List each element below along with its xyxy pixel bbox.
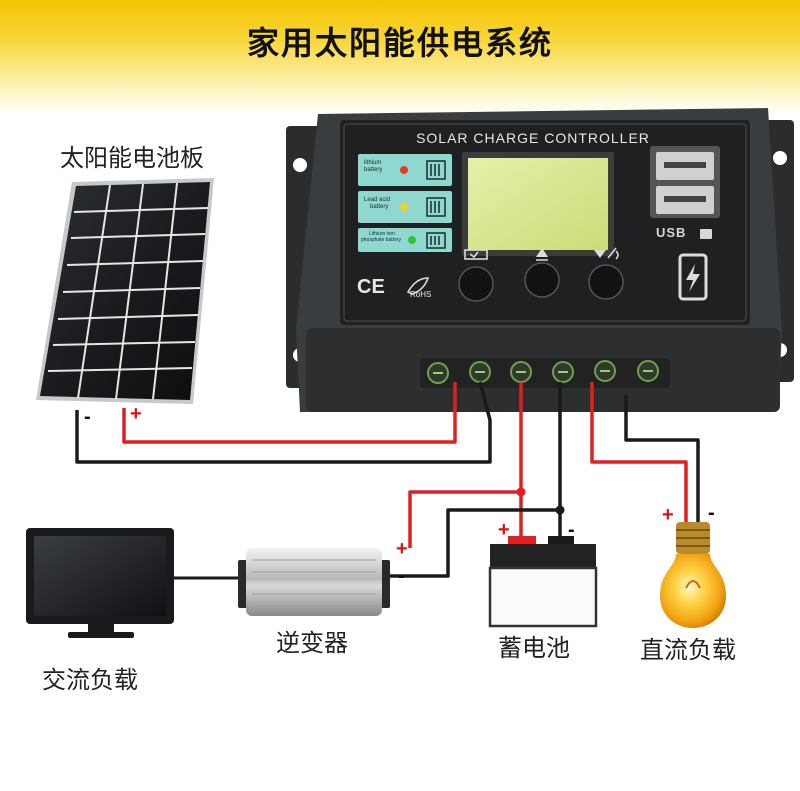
usb-plug-icon	[700, 229, 712, 239]
wire-solar-positive	[122, 382, 457, 444]
wiring	[75, 381, 700, 580]
wire-inverter-positive	[408, 490, 521, 548]
inverter	[238, 548, 390, 616]
wire-solar-negative	[75, 381, 492, 464]
ac-load-label: 交流负载	[42, 666, 138, 694]
down-button[interactable]	[588, 264, 624, 300]
solar-positive-sign: +	[130, 403, 142, 425]
solar-panel-grid	[47, 182, 209, 400]
wire-load-positive	[590, 382, 688, 528]
charge-controller	[286, 108, 794, 412]
solar-panel-label: 太阳能电池板	[60, 144, 204, 172]
load-positive-sign: +	[662, 504, 674, 526]
ac-load-monitor	[26, 528, 174, 638]
mode-led-green	[408, 236, 416, 244]
wire-load-negative	[624, 395, 700, 528]
up-arrow-icon	[536, 248, 548, 257]
battery-negative-terminal	[548, 536, 574, 546]
wire-junction	[555, 505, 565, 515]
page-title: 家用太阳能供电系统	[246, 24, 553, 62]
light-bulb	[660, 522, 726, 628]
ce-mark: CE	[357, 276, 385, 298]
header-banner	[0, 0, 800, 115]
solar-panel	[36, 178, 214, 404]
mode-panel-lithium-iron	[358, 228, 452, 252]
mounting-hole	[293, 158, 307, 172]
solar-negative-sign: -	[84, 406, 91, 428]
up-button[interactable]	[524, 262, 560, 298]
mode-label-lithium-iron: Lithium iron phosphate battery	[361, 231, 402, 243]
mode-label-lithium: lithium battery	[364, 160, 383, 173]
down-arrow-icon	[594, 250, 606, 258]
menu-button[interactable]	[458, 266, 494, 302]
lcd-screen	[468, 158, 608, 250]
rohs-leaf-icon	[406, 277, 430, 295]
battery-label: 蓄电池	[498, 634, 570, 662]
mode-led-red	[400, 166, 408, 174]
mounting-hole	[773, 151, 787, 165]
usb-label: USB	[656, 225, 687, 240]
terminal-block	[420, 358, 670, 388]
mode-label-lead-acid: Lead acid battery	[364, 197, 391, 210]
menu-icon	[464, 249, 488, 260]
battery	[488, 536, 598, 628]
battery-icon	[426, 160, 446, 249]
load-negative-sign: -	[708, 502, 715, 524]
battery-negative-sign: -	[568, 519, 575, 541]
battery-positive-terminal	[508, 536, 536, 546]
inverter-label: 逆变器	[276, 629, 348, 657]
inverter-negative-sign: -	[398, 565, 405, 587]
phone-charging-icon	[678, 253, 708, 301]
controller-title: SOLAR CHARGE CONTROLLER	[416, 130, 650, 146]
inverter-positive-sign: +	[396, 538, 408, 560]
dc-load-label: 直流负载	[640, 636, 736, 664]
wire-junction	[516, 487, 526, 497]
rohs-mark: RoHS	[410, 290, 432, 299]
battery-positive-sign: +	[498, 519, 510, 541]
mode-led-yellow	[400, 203, 408, 211]
wire-inverter-negative	[390, 508, 560, 578]
